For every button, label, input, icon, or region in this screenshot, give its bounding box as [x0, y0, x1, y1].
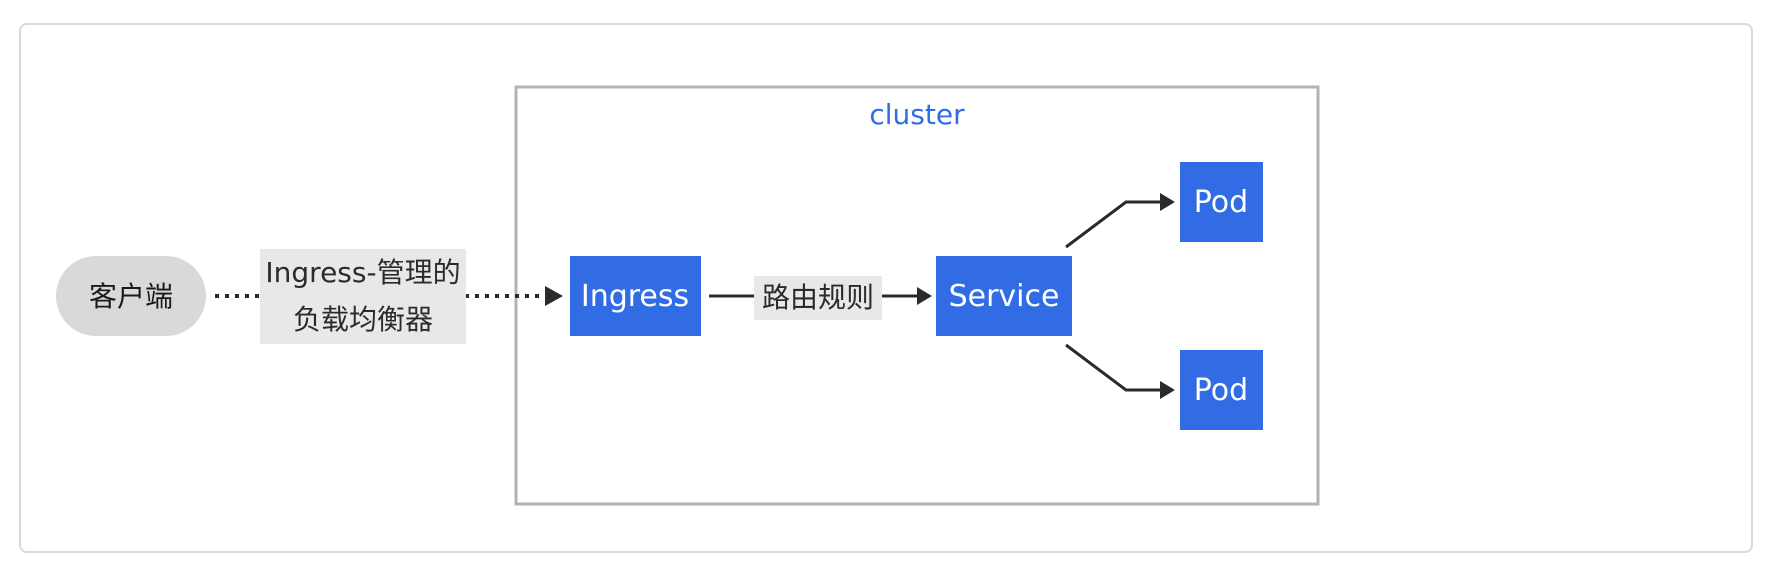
arrow-service-to-pod-2 [1160, 381, 1175, 399]
diagram-frame [19, 23, 1753, 553]
node-ingress-label: Ingress [581, 279, 689, 314]
node-ingress [570, 256, 701, 336]
node-pod-2-label: Pod [1194, 373, 1248, 408]
edge-service-to-pod-1 [1065, 200, 1163, 249]
arrow-service-to-pod-1 [1160, 193, 1175, 211]
edge-label-client-to-ingress-line1: Ingress-管理的 [265, 256, 460, 289]
node-service-label: Service [949, 279, 1060, 314]
node-pod-1 [1180, 162, 1263, 242]
edge-service-to-pod-2 [1065, 343, 1163, 392]
node-pod-2 [1180, 350, 1263, 430]
node-pod-1-label: Pod [1194, 185, 1248, 220]
node-service [936, 256, 1072, 336]
arrow-client-to-ingress [545, 286, 563, 306]
edge-label-client-to-ingress-line2: 负载均衡器 [293, 303, 433, 336]
node-client [56, 256, 206, 336]
edge-label-ingress-to-service: 路由规则 [762, 281, 874, 314]
edge-label-client-to-ingress-bg [260, 249, 466, 344]
edge-label-ingress-to-service-bg [754, 276, 882, 320]
cluster-label: cluster [869, 98, 965, 131]
arrow-ingress-to-service [917, 287, 932, 305]
node-client-label: 客户端 [89, 280, 173, 313]
